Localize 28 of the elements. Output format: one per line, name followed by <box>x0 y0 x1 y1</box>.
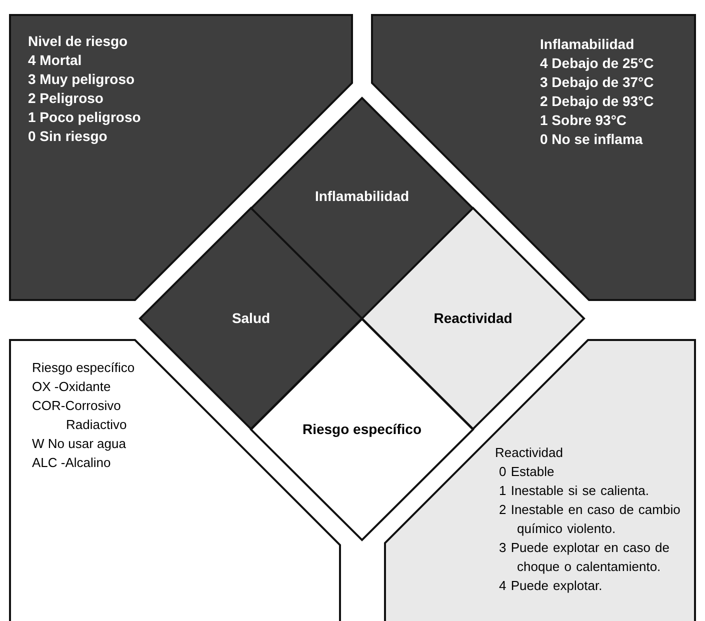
list-item: 2 Inestable en caso de cambio químico violento. <box>499 501 682 538</box>
list-item: 2 Debajo de 93°C <box>540 92 654 111</box>
list-item: 2 Peligroso <box>28 89 104 108</box>
list-item: 3 Debajo de 37°C <box>540 73 654 92</box>
list-item: 3 Muy peligroso <box>28 70 135 89</box>
list-item: W No usar agua <box>32 435 126 453</box>
quadrant-label: Inflamabilidad <box>314 187 410 206</box>
list-item: 1 Sobre 93°C <box>540 111 627 130</box>
list-item: 4 Mortal <box>28 51 82 70</box>
quadrant-label: Riesgo específico <box>302 420 422 438</box>
list-item: ALC -Alcalino <box>32 454 111 472</box>
list-item: 3 Puede explotar en caso de choque o calentamiento. <box>499 539 671 576</box>
list-item: COR-Corrosivo <box>32 397 121 415</box>
quadrant-label: Salud <box>232 308 270 328</box>
panel-heading: Inflamabilidad <box>540 35 634 54</box>
list-item: 0 No se inflama <box>540 130 643 149</box>
list-item: Radiactivo <box>66 416 127 434</box>
list-item: 4 Debajo de 25°C <box>540 54 654 73</box>
list-item: 1 Poco peligroso <box>28 108 141 127</box>
list-item: 0 Sin riesgo <box>28 127 108 146</box>
list-item: OX -Oxidante <box>32 378 111 396</box>
panel-heading: Riesgo específico <box>32 359 135 377</box>
panel-heading: Reactividad <box>495 444 563 462</box>
list-item: 1 Inestable si se calienta. <box>499 482 649 500</box>
list-item: 4 Puede explotar. <box>499 577 602 595</box>
panel-heading: Nivel de riesgo <box>28 32 128 51</box>
list-item: 0 Estable <box>499 463 556 481</box>
quadrant-label: Reactividad <box>434 308 512 328</box>
